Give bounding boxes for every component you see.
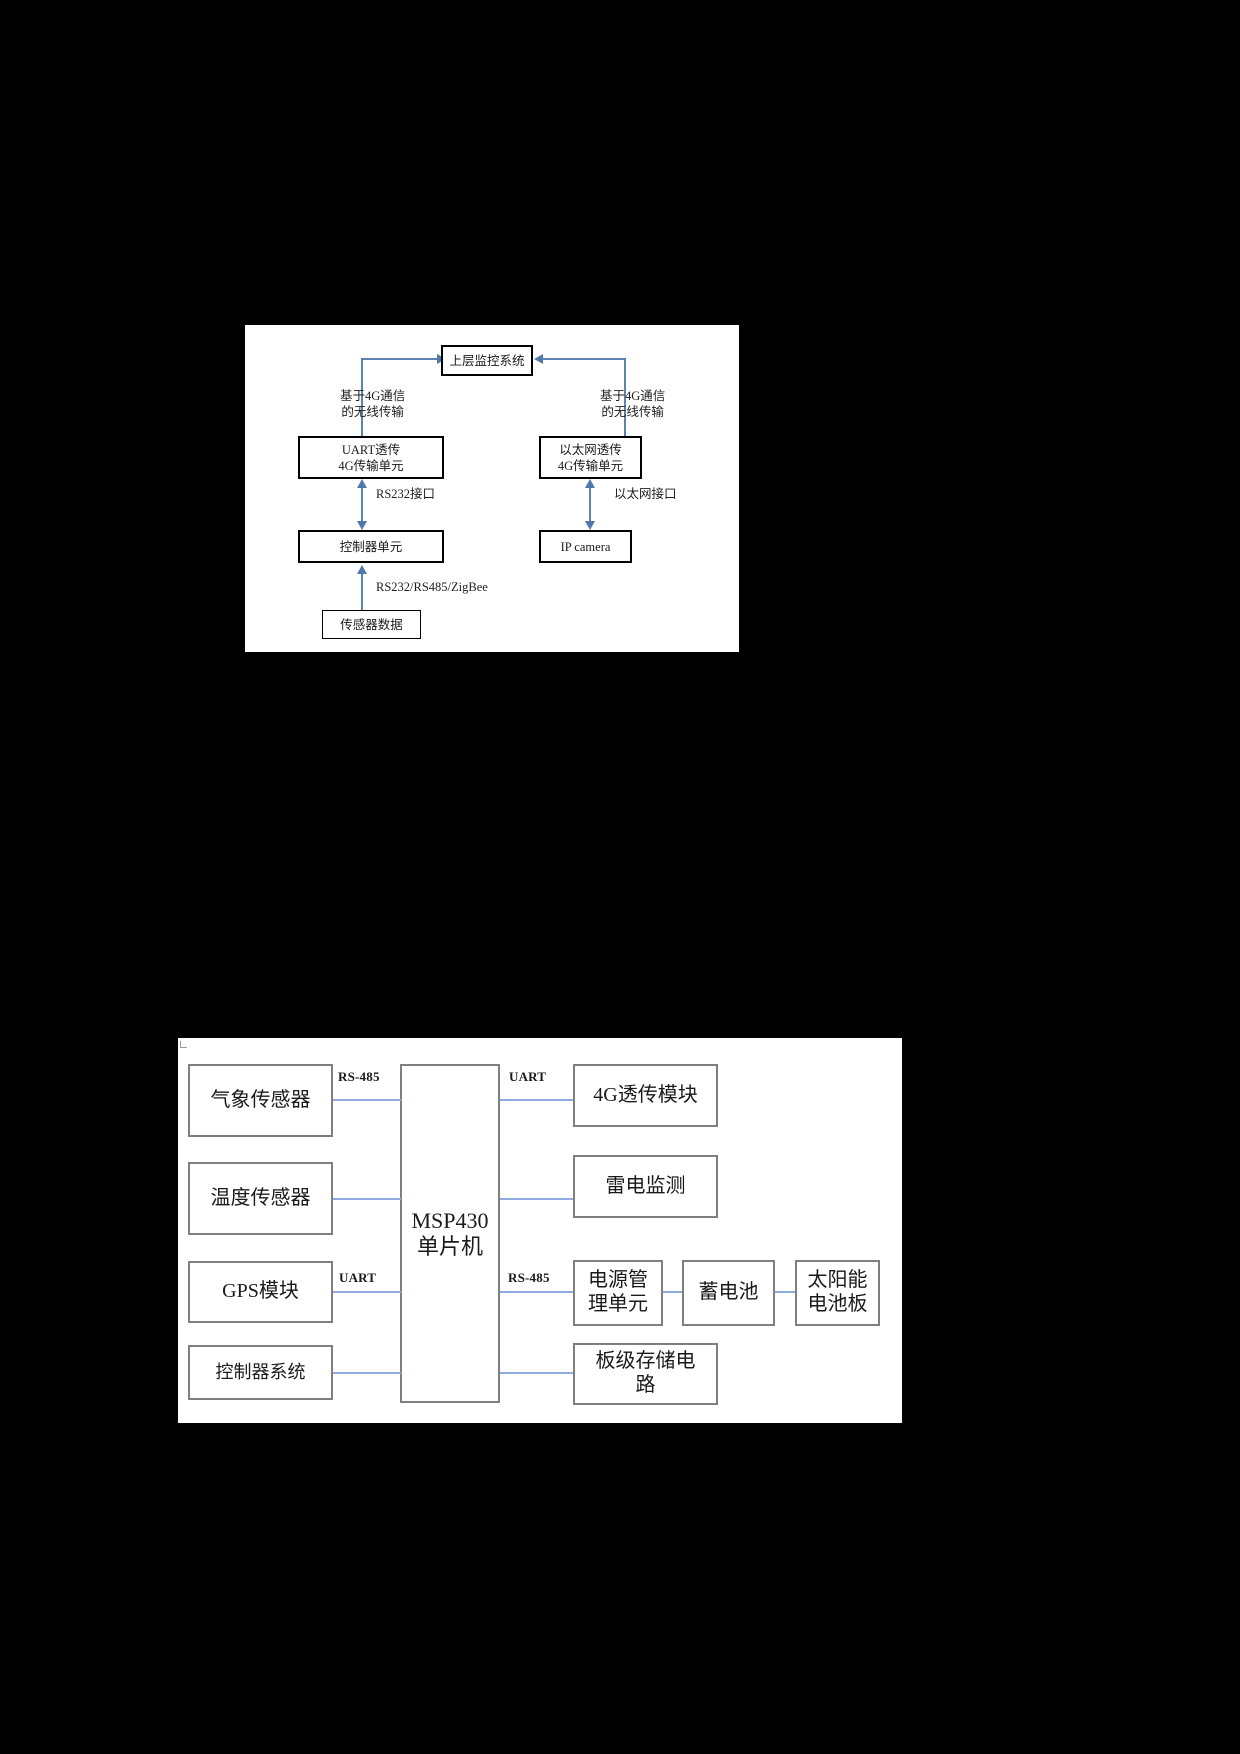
box-supervisor-system[interactable]: 上层监控系统 [441,345,533,376]
connector-battery-to-solar [775,1291,795,1293]
box-lightning-monitor-label: 雷电监测 [605,1174,686,1197]
box-uart-4g-line1: UART透传 [341,442,401,457]
figure-remote-monitoring-architecture: 上层监控系统 基于4G通信 的无线传输 基于4G通信 的无线传输 UART透传 … [245,325,739,652]
label-left-uart: UART [339,1270,377,1285]
connector-gps-to-mcu [333,1291,401,1293]
box-mcu-line1: MSP430 [411,1207,489,1233]
connector-controller-system-to-mcu [333,1372,401,1374]
box-gps-module-label: GPS模块 [222,1280,299,1303]
box-supervisor-label: 上层监控系统 [449,353,525,368]
arrow-rs232-up [357,479,367,488]
connector-mcu-to-power [500,1291,573,1293]
connector-mcu-to-4g [500,1099,573,1101]
box-controller-label: 控制器单元 [339,539,403,554]
label-rs232-interface: RS232接口 [376,487,436,501]
box-solar-panel-line1: 太阳能 [807,1269,868,1292]
box-sensor-data[interactable]: 传感器数据 [322,610,421,639]
box-controller-system[interactable]: 控制器系统 [188,1345,333,1400]
box-storage-line2: 路 [635,1374,656,1396]
box-solar-panel[interactable]: 太阳能 电池板 [795,1260,880,1326]
box-ip-camera-label: IP camera [560,539,611,554]
label-left-rs485: RS-485 [338,1069,380,1084]
box-onboard-storage-circuit[interactable]: 板级存储电 路 [573,1343,718,1405]
box-ethernet-4g-line2: 4G传输单元 [557,458,624,473]
box-weather-sensor-label: 气象传感器 [210,1088,311,1111]
connector-temperature-to-mcu [333,1198,401,1200]
box-power-management-unit[interactable]: 电源管 理单元 [573,1260,663,1326]
box-storage-line1: 板级存储电 [595,1350,696,1373]
connector-mcu-to-lightning [500,1198,573,1200]
connector-weather-to-mcu [333,1099,401,1101]
arrow-ethernet-up [585,479,595,488]
box-mcu-line2: 单片机 [416,1233,483,1259]
box-lightning-monitor[interactable]: 雷电监测 [573,1155,718,1218]
connector-right-horizontal [542,358,626,360]
box-controller-system-label: 控制器系统 [215,1361,306,1382]
connector-right-vertical [624,358,626,471]
box-ethernet-4g-line1: 以太网透传 [559,442,622,457]
box-storage-battery[interactable]: 蓄电池 [682,1260,775,1326]
arrow-rs232-down [357,521,367,530]
box-power-mgmt-line1: 电源管 [588,1269,648,1292]
box-4g-transparent-module[interactable]: 4G透传模块 [573,1064,718,1127]
box-gps-module[interactable]: GPS模块 [188,1261,333,1323]
box-sensor-data-label: 传感器数据 [340,617,403,632]
box-ethernet-4g-unit[interactable]: 以太网透传 4G传输单元 [539,436,642,479]
connector-left-top-horizontal [361,358,443,360]
box-weather-sensor[interactable]: 气象传感器 [188,1064,333,1137]
arrow-ethernet-down [585,521,595,530]
box-ip-camera[interactable]: IP camera [539,530,632,563]
box-solar-panel-line2: 电池板 [807,1293,868,1315]
label-sensor-bus: RS232/RS485/ZigBee [376,580,488,594]
label-wireless-right: 基于4G通信 的无线传输 [600,389,666,420]
box-mcu-msp430[interactable]: MSP430 单片机 [400,1064,500,1403]
connector-sensor-bus-vertical [361,573,363,631]
box-uart-4g-unit[interactable]: UART透传 4G传输单元 [298,436,444,479]
box-temperature-sensor-label: 温度传感器 [210,1186,311,1209]
connector-rs232 [361,481,363,528]
box-controller-unit[interactable]: 控制器单元 [298,530,444,563]
connector-power-to-battery [663,1291,682,1293]
label-right-rs485: RS-485 [508,1270,550,1285]
anchor-mark-icon [180,1041,187,1048]
box-uart-4g-line2: 4G传输单元 [338,458,404,473]
box-storage-battery-label: 蓄电池 [698,1281,759,1304]
box-4g-module-label: 4G透传模块 [593,1083,698,1106]
label-right-uart: UART [509,1069,547,1084]
connector-left-vertical [361,358,363,471]
label-wireless-left: 基于4G通信 的无线传输 [340,389,406,420]
arrow-sensor-bus-up [357,565,367,574]
figure-msp430-hardware-block-diagram: MSP430 单片机 气象传感器 温度传感器 GPS模块 控制器系统 RS-48… [178,1038,902,1423]
arrow-right-to-supervisor [534,354,543,364]
box-power-mgmt-line2: 理单元 [588,1293,648,1315]
label-ethernet-interface: 以太网接口 [614,487,677,501]
box-temperature-sensor[interactable]: 温度传感器 [188,1162,333,1235]
connector-mcu-to-storage [500,1372,573,1374]
connector-ethernet-port [589,481,591,528]
